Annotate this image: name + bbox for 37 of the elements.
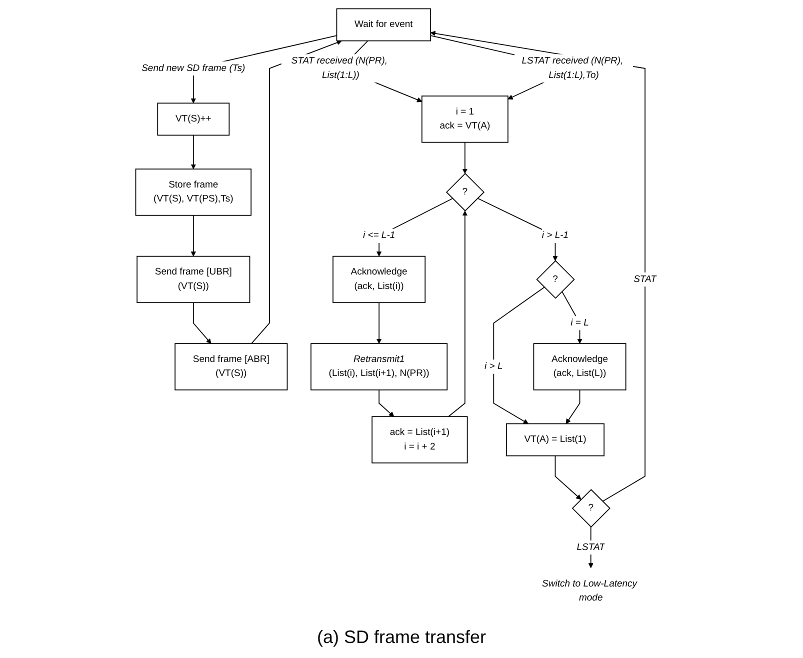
node-diamond: ? xyxy=(536,260,574,298)
node-box: ack = List(i+1) i = i + 2 xyxy=(371,416,468,463)
arrow xyxy=(462,141,468,174)
edge-label: STAT received (N(PR), List(1:L)) xyxy=(290,55,388,80)
edge-label: i = L xyxy=(570,317,588,328)
node-box: Acknowledge (ack, List(i)) xyxy=(332,255,426,303)
node-diamond: ? xyxy=(571,488,610,528)
arrow xyxy=(190,134,196,169)
node-box: VT(S)++ xyxy=(156,102,230,136)
node-text: Switch to Low-Latency mode xyxy=(542,578,637,602)
arrow xyxy=(561,290,582,344)
arrow xyxy=(250,40,342,344)
arrow xyxy=(565,388,580,424)
edge-label: i > L xyxy=(484,360,502,371)
node-box: Store frame (VT(S), VT(PS),Ts) xyxy=(134,168,252,216)
arrow xyxy=(554,454,581,500)
node-diamond: ? xyxy=(446,172,484,211)
arrow xyxy=(376,302,382,344)
edge-label: i > L-1 xyxy=(542,230,568,240)
edge-label: STAT xyxy=(633,274,656,284)
edge-label: i <= L-1 xyxy=(362,230,395,240)
edge-label: Send new SD frame (Ts) xyxy=(141,62,245,73)
node-box: i = 1 ack = VT(A) xyxy=(421,95,508,142)
edge-label: LSTAT xyxy=(576,542,605,552)
node-box: Acknowledge (ack, List(L)) xyxy=(532,342,626,390)
caption: (a) SD frame transfer xyxy=(316,626,488,649)
node-box: Send frame [ABR] (VT(S)) xyxy=(174,342,288,390)
node-box: Send frame [UBR] (VT(S)) xyxy=(136,255,250,303)
arrow xyxy=(190,214,196,256)
edge-label: LSTAT received (N(PR), List(1:L),To) xyxy=(521,55,623,80)
arrow xyxy=(448,210,468,417)
node-box: Wait for event xyxy=(336,8,431,41)
arrow xyxy=(492,286,544,424)
node-box: Retransmit1 (List(i), List(i+1), N(PR)) xyxy=(310,342,448,390)
arrow xyxy=(192,302,211,344)
arrow xyxy=(378,388,394,416)
node-box: VT(A) = List(1) xyxy=(506,422,604,456)
